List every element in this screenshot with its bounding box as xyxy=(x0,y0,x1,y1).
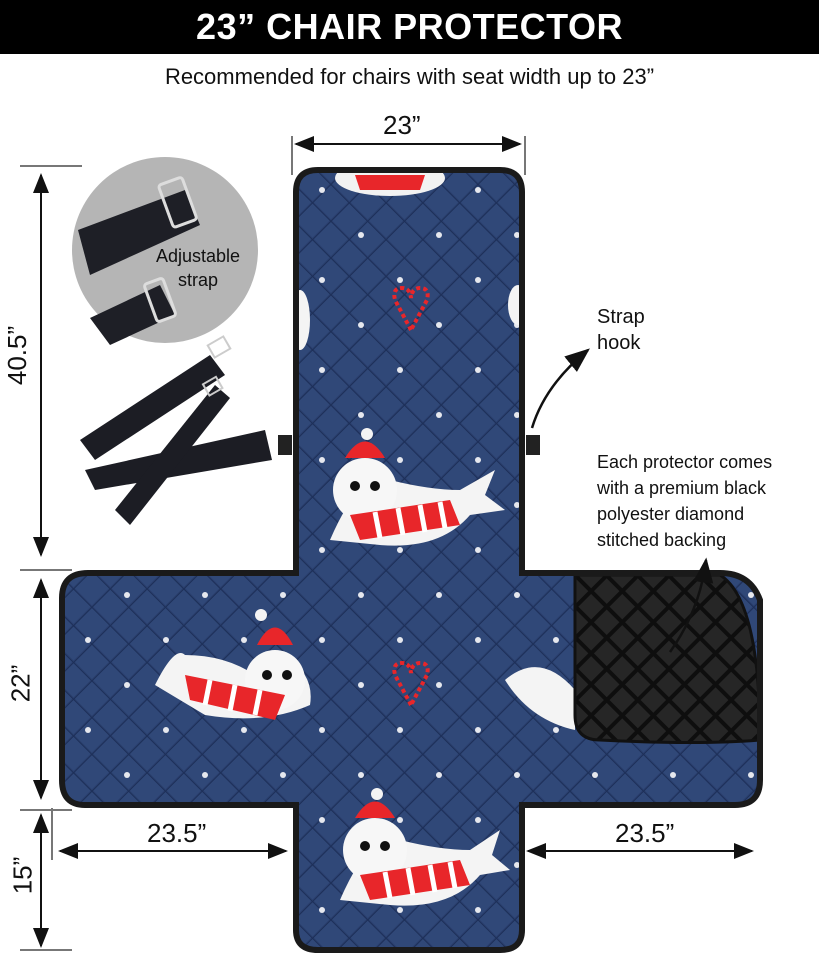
seal-motif xyxy=(330,428,505,546)
backing-callout: Each protector comes with a premium blac… xyxy=(597,449,772,553)
black-backing-fold xyxy=(573,573,760,744)
top-width-label: 23” xyxy=(383,110,421,140)
page-title: 23” CHAIR PROTECTOR xyxy=(0,0,819,54)
seat-depth-label: 22” xyxy=(5,664,36,703)
seal-motif xyxy=(155,609,311,720)
adjustable-strap-closeup xyxy=(72,157,258,345)
callout-line: Strap xyxy=(597,306,645,328)
seal-motif xyxy=(335,170,445,196)
page-subtitle: Recommended for chairs with seat width u… xyxy=(164,64,655,89)
seal-motif xyxy=(340,788,510,906)
right-arm-label: 23.5” xyxy=(615,818,675,848)
loose-straps xyxy=(80,335,272,525)
adjustable-strap-callout: Adjustable strap xyxy=(148,244,248,292)
candy-cane-heart xyxy=(392,285,430,710)
strap-hook-left xyxy=(278,435,292,455)
callout-line: Adjustable xyxy=(155,246,241,266)
strap-hook-callout: Strap hook xyxy=(597,304,645,356)
strap-hook-right xyxy=(526,435,540,455)
callout-line: with a premium black xyxy=(597,478,767,498)
callout-line: strap xyxy=(177,270,219,290)
callout-line: stitched backing xyxy=(597,530,727,550)
dimension-lines xyxy=(20,136,754,951)
left-arm-label: 23.5” xyxy=(147,818,207,848)
front-drop-label: 15” xyxy=(7,856,38,895)
callout-line: Each protector comes xyxy=(597,452,773,472)
back-height-label: 40.5” xyxy=(2,325,33,386)
callout-line: hook xyxy=(597,332,641,354)
callout-line: polyester diamond xyxy=(597,504,745,524)
